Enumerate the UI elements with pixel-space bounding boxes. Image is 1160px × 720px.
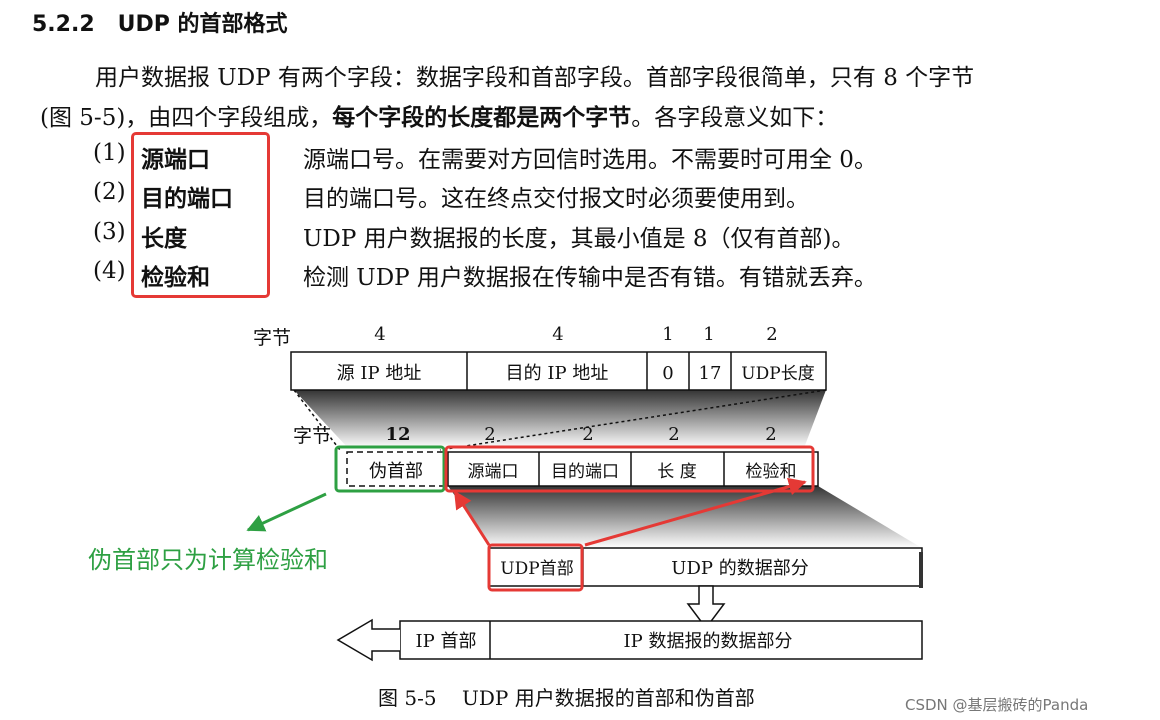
- intro-line-2-post: 。各字段意义如下：: [631, 105, 839, 131]
- field-number-2: (2): [93, 179, 126, 205]
- field-desc-length: UDP 用户数据报的长度，其最小值是 8（仅有首部)。: [303, 226, 855, 252]
- pseudo-header-box: [290, 351, 827, 391]
- pseudo-field-zero: 0: [662, 363, 673, 384]
- red-arrow-to-checksum: [584, 477, 807, 547]
- pseudo-field-udp-length: UDP长度: [741, 364, 814, 384]
- intro-line-2-pre: (图 5-5)，由四个字段组成，: [40, 105, 333, 131]
- field-number-4: (4): [93, 258, 126, 284]
- header-field-checksum: 检验和: [746, 462, 797, 482]
- pseudo-size-zero: 1: [662, 324, 673, 345]
- field-name-dest-port: 目的端口: [141, 186, 233, 212]
- udp-header-highlight: [444, 445, 815, 493]
- field-number-3: (3): [93, 219, 126, 245]
- green-arrow-to-note: [246, 492, 327, 532]
- bytes-label-top: 字节: [253, 327, 291, 349]
- ip-header-label: IP 首部: [416, 631, 477, 652]
- field-name-checksum: 检验和: [141, 265, 210, 291]
- watermark: CSDN @基层搬砖的Panda: [905, 696, 1089, 714]
- bytes-label-middle: 字节: [293, 425, 331, 447]
- left-arrow-icon: [336, 618, 400, 662]
- header-size-src-port: 2: [484, 424, 495, 445]
- section-title: UDP 的首部格式: [117, 12, 288, 37]
- encapsulate-arrow: [686, 585, 726, 630]
- field-desc-checksum: 检测 UDP 用户数据报在传输中是否有错。有错就丢弃。: [303, 265, 877, 291]
- pseudo-header-shadow: [294, 390, 826, 448]
- section-heading: 5.2.2 UDP 的首部格式: [32, 6, 288, 38]
- pseudo-header-note: 伪首部只为计算检验和: [88, 546, 328, 574]
- field-number-1: (1): [93, 140, 126, 166]
- intro-line-2-bold: 每个字段的长度都是两个字节: [332, 105, 632, 131]
- ip-data-label: IP 数据报的数据部分: [624, 631, 793, 652]
- pseudo-size-src-ip: 4: [374, 324, 385, 345]
- red-arrow-to-src-port: [453, 490, 491, 546]
- ip-datagram-box: [399, 620, 923, 660]
- pseudo-field-dst-ip: 目的 IP 地址: [506, 363, 609, 384]
- pseudo-size-protocol: 1: [703, 324, 714, 345]
- pseudo-size-dst-ip: 4: [552, 324, 563, 345]
- pseudo-field-protocol: 17: [699, 363, 722, 384]
- header-field-dst-port: 目的端口: [551, 462, 619, 482]
- udp-datagram-header-highlight: [487, 543, 584, 592]
- udp-data-label: UDP 的数据部分: [671, 558, 808, 579]
- udp-datagram-box: [488, 547, 923, 587]
- header-size-length: 2: [668, 424, 679, 445]
- pseudo-size-udp-length: 2: [766, 324, 777, 345]
- field-name-length: 长度: [141, 226, 187, 252]
- udp-header-label: UDP首部: [500, 559, 573, 579]
- udp-header-fields-box: [447, 451, 819, 487]
- header-field-length: 长 度: [657, 462, 696, 482]
- intro-line-1: 用户数据报 UDP 有两个字段：数据字段和首部字段。首部字段很简单，只有 8 个…: [95, 65, 975, 91]
- header-field-src-port: 源端口: [468, 462, 519, 482]
- figure-caption: 图 5-5 UDP 用户数据报的首部和伪首部: [378, 686, 755, 710]
- pseudo-field-src-ip: 源 IP 地址: [337, 363, 422, 384]
- field-name-source-port: 源端口: [141, 147, 210, 173]
- field-desc-source-port: 源端口号。在需要对方回信时选用。不需要时可用全 0。: [303, 147, 877, 173]
- header-size-pseudo: 12: [385, 424, 410, 445]
- section-number: 5.2.2: [32, 12, 95, 37]
- header-size-dst-port: 2: [582, 424, 593, 445]
- header-field-pseudo: 伪首部: [369, 461, 423, 482]
- field-desc-dest-port: 目的端口号。这在终点交付报文时必须要使用到。: [303, 186, 809, 212]
- header-size-checksum: 2: [765, 424, 776, 445]
- pseudo-header-highlight: [334, 445, 446, 493]
- field-names-highlight-box: [131, 132, 270, 298]
- intro-line-2: (图 5-5)，由四个字段组成，每个字段的长度都是两个字节。各字段意义如下：: [40, 98, 838, 132]
